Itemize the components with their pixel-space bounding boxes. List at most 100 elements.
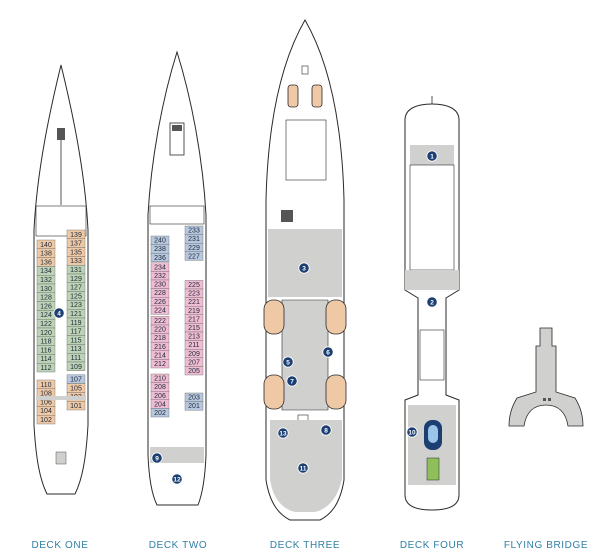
- cabin-115: 115: [66, 335, 86, 345]
- cabin-number: 225: [188, 282, 200, 289]
- cabin-210: 210: [150, 373, 170, 383]
- cabin-217: 217: [184, 314, 204, 324]
- cabin-202: 202: [150, 408, 170, 418]
- cabin-225: 225: [184, 280, 204, 290]
- cabin-107: 107: [66, 374, 86, 384]
- cabin-number: 209: [188, 351, 200, 358]
- cabin-number: 118: [40, 339, 51, 346]
- cabin-number: 125: [70, 293, 82, 300]
- cabin-207: 207: [184, 357, 204, 367]
- cabin-number: 217: [188, 316, 200, 323]
- marker-number: 2: [430, 299, 434, 306]
- cabin-number: 113: [70, 346, 81, 353]
- cabin-114: 114: [36, 354, 56, 364]
- cabin-129: 129: [66, 273, 86, 284]
- marker-number: 13: [279, 430, 287, 437]
- cabin-number: 220: [154, 327, 166, 334]
- marker-2: 2: [426, 296, 438, 308]
- cabin-230: 230: [150, 279, 170, 289]
- deck-four-label: DECK FOUR: [400, 540, 464, 551]
- deck-two-plan: 2402382362342322302282262242222202182162…: [147, 50, 208, 551]
- marker-3: 3: [298, 262, 310, 274]
- cabin-125: 125: [66, 291, 86, 301]
- cabin-number: 230: [154, 282, 166, 289]
- cabin-number: 234: [154, 264, 166, 271]
- marker-number: 4: [57, 310, 61, 317]
- deck-three-midship: [281, 299, 329, 411]
- cabin-number: 207: [188, 359, 200, 366]
- cabin-223: 223: [184, 288, 204, 298]
- deck-two-stair: [172, 125, 182, 131]
- deck-one-label: DECK ONE: [31, 540, 88, 551]
- cabin-number: 233: [188, 228, 200, 235]
- cabin-number: 240: [154, 238, 166, 245]
- cabin-110: 110: [36, 379, 56, 390]
- marker-4: 4: [53, 307, 65, 319]
- cabin-116: 116: [36, 345, 56, 355]
- cabin-117: 117: [66, 326, 86, 336]
- marker-9: 9: [151, 452, 163, 464]
- cabin-number: 107: [70, 377, 82, 384]
- cabin-number: 202: [154, 410, 166, 417]
- cabin-number: 208: [154, 384, 166, 391]
- cabin-240: 240: [150, 235, 170, 245]
- cabin-131: 131: [66, 265, 86, 275]
- deck-four-stairs-aft: [426, 457, 440, 481]
- cabin-number: 222: [154, 318, 166, 325]
- cabin-number: 131: [70, 267, 82, 274]
- cabin-number: 238: [154, 246, 166, 253]
- deck-three-forward-rooms: [285, 119, 327, 181]
- cabin-105: 105: [66, 383, 86, 393]
- marker-number: 6: [326, 349, 330, 356]
- cabin-213: 213: [184, 331, 204, 341]
- deck-one-public: [36, 396, 86, 400]
- cabin-135: 135: [66, 247, 86, 257]
- cabin-112: 112: [36, 363, 56, 373]
- cabin-102: 102: [36, 415, 56, 425]
- deck-three-stair: [281, 210, 293, 222]
- cabin-203: 203: [184, 392, 204, 402]
- cabin-236: 236: [150, 252, 170, 262]
- cabin-201: 201: [184, 401, 204, 411]
- deck-three-anchor: [301, 65, 309, 75]
- cabin-101: 101: [66, 401, 86, 411]
- cabin-229: 229: [184, 242, 204, 252]
- cabin-number: 211: [188, 342, 199, 349]
- cabin-number: 110: [40, 382, 51, 389]
- cabin-120: 120: [36, 327, 56, 338]
- cabin-number: 132: [40, 277, 52, 284]
- cabin-number: 219: [188, 308, 200, 315]
- flying-bridge-shape: [508, 327, 584, 427]
- cabin-118: 118: [36, 336, 56, 346]
- cabin-number: 137: [70, 241, 82, 248]
- cabin-number: 227: [188, 253, 200, 260]
- cabin-number: 105: [70, 385, 82, 392]
- marker-number: 12: [173, 476, 181, 483]
- deck-one-stair: [57, 128, 65, 140]
- cabin-number: 129: [70, 276, 82, 283]
- marker-number: 3: [302, 265, 306, 272]
- cabin-132: 132: [36, 275, 56, 285]
- cabin-139: 139: [66, 229, 86, 240]
- marker-number: 9: [155, 455, 159, 462]
- deck-four-plan: DECK FOUR: [400, 96, 464, 551]
- cabin-number: 236: [154, 255, 166, 262]
- marker-number: 5: [286, 359, 290, 366]
- cabin-224: 224: [150, 305, 170, 315]
- cabin-number: 102: [40, 417, 52, 424]
- cabin-140: 140: [36, 239, 56, 250]
- cabin-number: 114: [40, 356, 51, 363]
- cabin-number: 216: [154, 344, 166, 351]
- cabin-238: 238: [150, 244, 170, 254]
- cabin-220: 220: [150, 324, 170, 334]
- flying-bridge-label: FLYING BRIDGE: [504, 540, 588, 551]
- cabin-number: 140: [40, 242, 52, 249]
- deck-three-lifeboat-1: [263, 299, 285, 335]
- cabin-128: 128: [36, 292, 56, 302]
- cabin-number: 116: [40, 347, 51, 354]
- cabin-124: 124: [36, 310, 56, 320]
- deck-two-label: DECK TWO: [149, 540, 208, 551]
- cabin-228: 228: [150, 288, 170, 298]
- cabin-number: 228: [154, 290, 166, 297]
